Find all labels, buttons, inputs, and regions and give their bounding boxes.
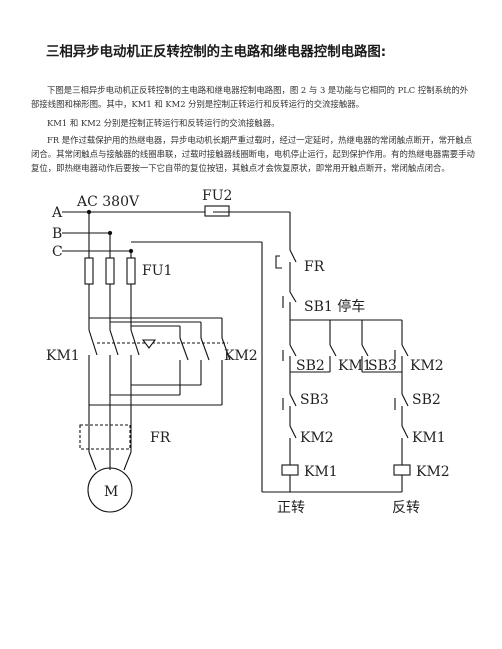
sb3-reverse-label: SB3 [368,358,397,374]
contactor-paragraph: KM1 和 KM2 分别是控制正转运行和反转运行的交流接触器。 [47,118,280,128]
sb2-interlock-label: SB2 [412,392,441,408]
reverse-label: 反转 [392,500,420,516]
fr-main-label: FR [150,430,171,446]
phase-b-label: B [52,226,62,242]
stop-button-label: SB1 停车 [304,298,365,315]
phase-c-label: C [52,244,63,260]
km1-coil-label: KM1 [304,464,338,480]
intro-paragraph: 下图是三相异步电动机正反转控制的主电路和继电器控制电路图，图 2 与 3 是功能… [31,85,469,109]
km1-main-label: KM1 [46,348,80,364]
sb3-interlock-label: SB3 [300,392,329,408]
fuse-main-label: FU1 [142,263,172,279]
km2-interlock-label: KM2 [300,430,334,446]
supply-label: AC 380V [76,194,140,210]
fuse-control-label: FU2 [202,188,232,204]
km2-main-label: KM2 [224,348,258,364]
km2-coil-label: KM2 [416,464,450,480]
km1-hold-label: KM1 [338,358,372,374]
forward-label: 正转 [277,500,305,516]
km1-interlock-label: KM1 [412,430,446,446]
thermal-relay-paragraph: FR 是作过载保护用的热继电器，异步电动机长期严重过载时，经过一定延时，热继电器… [31,135,475,173]
fr-control-label: FR [304,259,325,275]
km2-hold-label: KM2 [410,358,444,374]
phase-a-label: A [51,205,63,221]
motor-label: M [104,484,118,500]
document-title: 三相异步电动机正反转控制的主电路和继电器控制电路图: [46,45,387,60]
sb2-forward-label: SB2 [296,358,325,374]
